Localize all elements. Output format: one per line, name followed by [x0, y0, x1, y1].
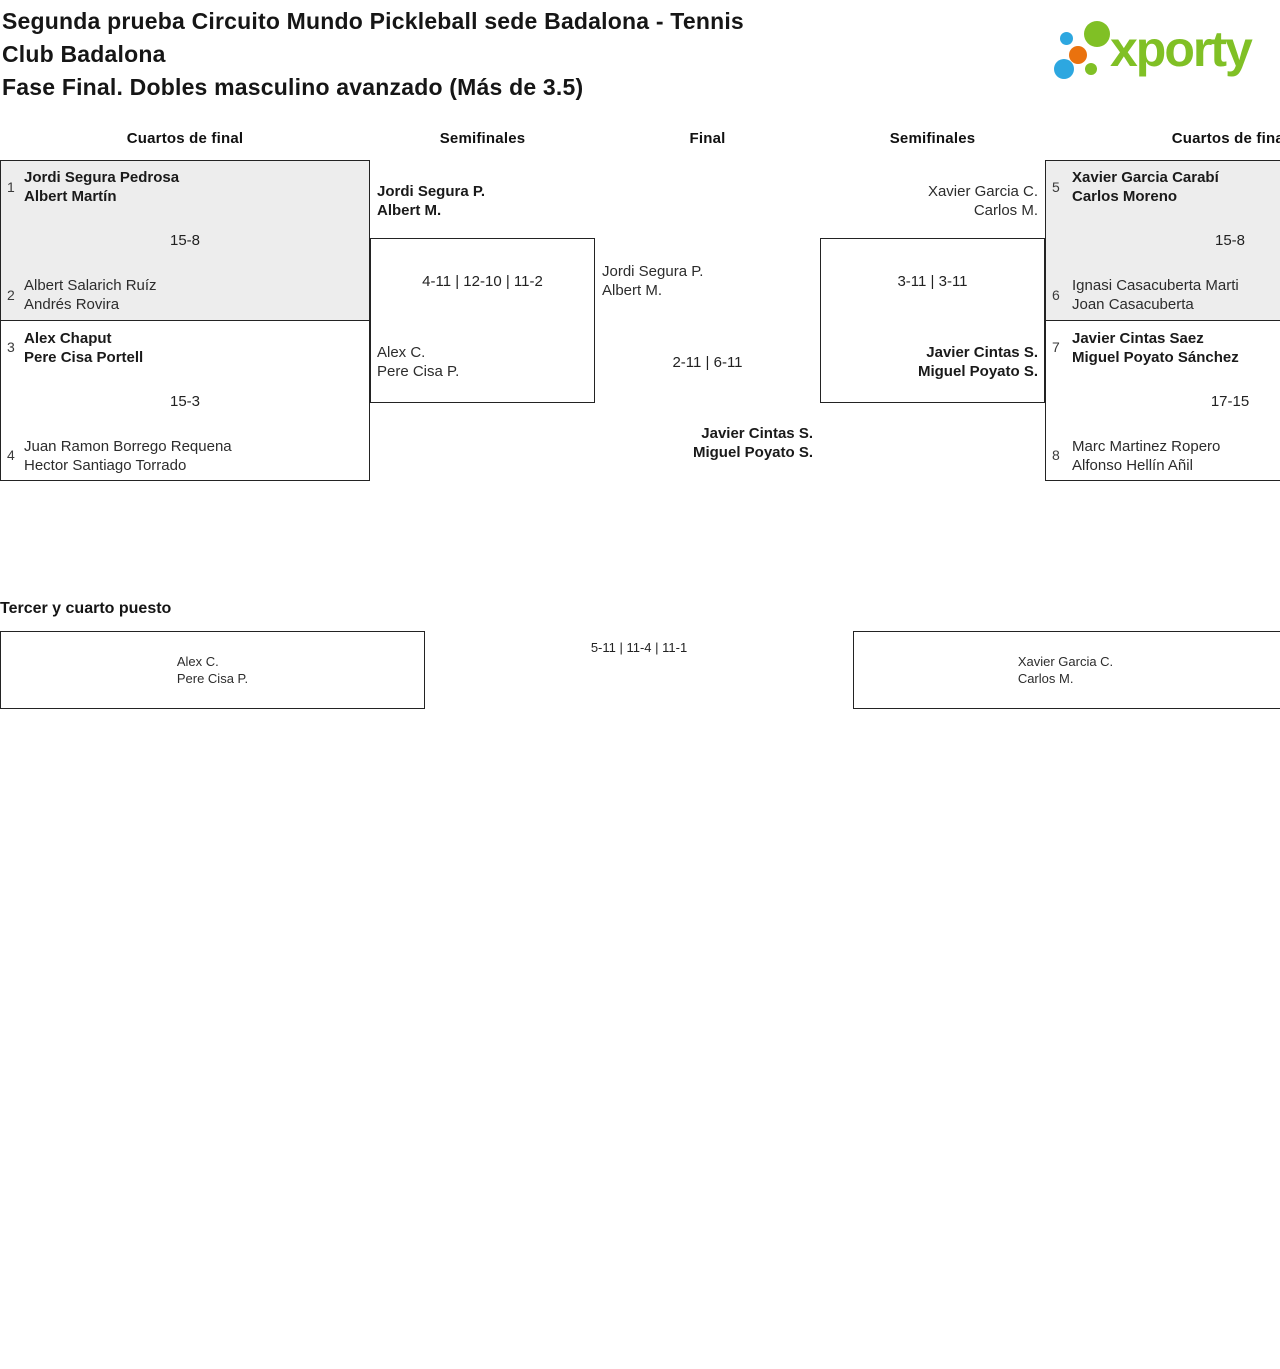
logo-dot-large-green [1084, 21, 1110, 47]
team-sf-right-top: Xavier Garcia C. Carlos M. [827, 182, 1038, 220]
match-box-sf-right [820, 238, 1045, 403]
player-name: Pere Cisa Portell [24, 349, 144, 366]
team-qf-right-2-top: Javier Cintas Saez Miguel Poyato Sánchez [1072, 329, 1239, 367]
player-name: Jordi Segura Pedrosa [24, 169, 180, 186]
team-qf-left-2-top: Alex Chaput Pere Cisa Portell [24, 329, 143, 367]
seed-number: 5 [1052, 179, 1060, 195]
score-final: 2-11 | 6-11 [672, 354, 743, 371]
match-box-sf-left [370, 238, 595, 403]
third-place-box-right [853, 631, 1280, 709]
seed-number: 6 [1052, 287, 1060, 303]
score-qf-left-1: 15-8 [169, 232, 201, 249]
match-box-qf-left-1 [0, 160, 370, 321]
seed-number: 3 [7, 339, 15, 355]
logo-dot-small-green [1085, 63, 1097, 75]
third-place-heading: Tercer y cuarto puesto [0, 600, 172, 617]
logo-dot-small-blue [1060, 32, 1073, 45]
player-name: Ignasi Casacuberta Marti [1072, 277, 1239, 294]
player-name: Albert M. [602, 282, 663, 299]
team-qf-right-1-bottom: Ignasi Casacuberta Marti Joan Casacubert… [1072, 276, 1239, 314]
player-name: Alex C. [377, 344, 426, 361]
player-name: Joan Casacuberta [1072, 296, 1194, 313]
round-header-final: Final [689, 130, 726, 147]
player-name: Jordi Segura P. [602, 263, 704, 280]
logo-wordmark: xporty [1110, 21, 1253, 77]
player-name: Alfonso Hellín Añil [1072, 457, 1193, 474]
team-sf-left-top: Jordi Segura P. Albert M. [377, 182, 485, 220]
round-header-quarters-left: Cuartos de final [126, 130, 244, 147]
player-name: Xavier Garcia C. [1017, 654, 1114, 669]
player-name: Xavier Garcia Carabí [1072, 169, 1219, 186]
player-name: Jordi Segura P. [377, 183, 486, 200]
player-name: Javier Cintas S. [926, 344, 1038, 361]
match-box-qf-right-1 [1045, 160, 1280, 321]
team-sf-right-bottom: Javier Cintas S. Miguel Poyato S. [827, 343, 1038, 381]
player-name: Miguel Poyato S. [692, 444, 813, 461]
seed-number: 2 [7, 287, 15, 303]
player-name: Juan Ramon Borrego Requena [24, 438, 232, 455]
team-final-top: Jordi Segura P. Albert M. [602, 262, 703, 300]
player-name: Albert Salarich Ruíz [24, 277, 157, 294]
score-qf-right-2: 17-15 [1210, 393, 1250, 410]
logo-dot-orange [1069, 46, 1087, 64]
player-name: Carlos M. [1017, 671, 1074, 686]
team-qf-left-2-bottom: Juan Ramon Borrego Requena Hector Santia… [24, 437, 232, 475]
score-sf-left: 4-11 | 12-10 | 11-2 [422, 273, 543, 290]
player-name: Albert Martín [24, 188, 117, 205]
team-qf-right-2-bottom: Marc Martinez Ropero Alfonso Hellín Añil [1072, 437, 1220, 475]
player-name: Hector Santiago Torrado [24, 457, 187, 474]
round-header-semis-left: Semifinales [439, 130, 526, 147]
player-name: Carlos M. [973, 202, 1038, 219]
player-name: Carlos Moreno [1072, 188, 1178, 205]
page-title-line2: Club Badalona [2, 41, 166, 67]
player-name: Javier Cintas S. [701, 425, 813, 442]
team-qf-left-1-bottom: Albert Salarich Ruíz Andrés Rovira [24, 276, 157, 314]
score-third-place: 5-11 | 11-4 | 11-1 [590, 640, 688, 655]
seed-number: 8 [1052, 447, 1060, 463]
player-name: Javier Cintas Saez [1072, 330, 1204, 347]
round-header-semis-right: Semifinales [889, 130, 976, 147]
player-name: Albert M. [377, 202, 442, 219]
player-name: Pere Cisa P. [377, 363, 460, 380]
team-third-place-left: Alex C. Pere Cisa P. [0, 653, 425, 687]
team-qf-left-1-top: Jordi Segura Pedrosa Albert Martín [24, 168, 179, 206]
team-third-place-right: Xavier Garcia C. Carlos M. [853, 653, 1278, 687]
third-place-box-left [0, 631, 425, 709]
seed-number: 4 [7, 447, 15, 463]
player-name: Xavier Garcia C. [927, 183, 1038, 200]
logo-dot-large-blue [1054, 59, 1074, 79]
player-name: Alex Chaput [24, 330, 112, 347]
score-qf-left-2: 15-3 [169, 393, 201, 410]
page-title: Segunda prueba Circuito Mundo Pickleball… [2, 5, 962, 104]
player-name: Pere Cisa P. [176, 671, 249, 686]
player-name: Andrés Rovira [24, 296, 120, 313]
round-header-quarters-right: Cuartos de final [1171, 130, 1280, 147]
seed-number: 1 [7, 179, 15, 195]
page-title-line1: Segunda prueba Circuito Mundo Pickleball… [2, 8, 744, 34]
player-name: Marc Martinez Ropero [1072, 438, 1221, 455]
team-sf-left-bottom: Alex C. Pere Cisa P. [377, 343, 459, 381]
match-box-qf-left-2 [0, 320, 370, 481]
score-qf-right-1: 15-8 [1214, 232, 1246, 249]
score-sf-right: 3-11 | 3-11 [897, 273, 968, 290]
seed-number: 7 [1052, 339, 1060, 355]
xporty-logo[interactable]: xporty [1050, 10, 1280, 95]
team-qf-right-1-top: Xavier Garcia Carabí Carlos Moreno [1072, 168, 1219, 206]
match-box-qf-right-2 [1045, 320, 1280, 481]
player-name: Miguel Poyato Sánchez [1072, 349, 1239, 366]
page-title-line3: Fase Final. Dobles masculino avanzado (M… [2, 74, 584, 100]
player-name: Alex C. [176, 654, 219, 669]
player-name: Miguel Poyato S. [917, 363, 1038, 380]
team-final-bottom: Javier Cintas S. Miguel Poyato S. [595, 424, 813, 462]
